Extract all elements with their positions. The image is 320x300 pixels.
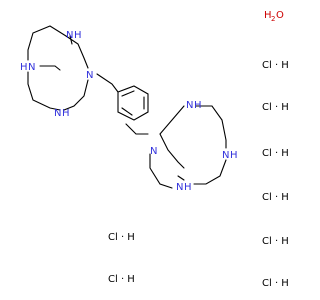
hcl-left-column: Cl · H Cl · H — [108, 232, 135, 285]
methylene-linkers — [96, 73, 149, 135]
lower-macrocycle — [149, 105, 227, 189]
atom-n-2: N — [28, 62, 35, 73]
hcl-5: Cl · H — [262, 236, 289, 247]
water-2: 2 — [271, 15, 275, 23]
structure-canvas: N H H N N N H N H N N H N H H 2 O Cl · H… — [20, 10, 289, 289]
atom-n-5: N — [186, 100, 193, 111]
atom-h-5: H — [230, 150, 238, 161]
atom-h-1: H — [74, 30, 82, 41]
atom-n-7: N — [222, 150, 229, 161]
atom-h-3: H — [62, 108, 70, 119]
molecule-drawing: N H H N N N H N H N N H N H H 2 O Cl · H… — [20, 10, 289, 289]
hcl-2: Cl · H — [262, 102, 289, 113]
water-h: H — [264, 10, 272, 21]
atom-n-8: N — [176, 182, 183, 193]
hcl-right-column: Cl · H Cl · H Cl · H Cl · H Cl · H Cl · … — [262, 60, 289, 289]
atom-n-1: N — [66, 30, 73, 41]
hcl-3: Cl · H — [262, 148, 289, 159]
hcl-6: Cl · H — [262, 278, 289, 289]
hcl-4: Cl · H — [262, 192, 289, 203]
water-label: H 2 O — [264, 10, 284, 23]
hcl-8: Cl · H — [108, 274, 135, 285]
water-o: O — [276, 10, 284, 21]
nitrogen-labels: N H H N N N H N H N N H N H — [20, 30, 238, 193]
atom-n-4: N — [54, 108, 61, 119]
atom-h-6: H — [184, 182, 192, 193]
atom-n-6: N — [150, 146, 157, 157]
upper-macrocycle — [27, 25, 89, 111]
atom-n-3: N — [86, 70, 93, 81]
hcl-1: Cl · H — [262, 60, 289, 71]
atom-h-4: H — [194, 100, 202, 111]
atom-h-2: H — [20, 62, 28, 73]
benzene-ring — [117, 85, 149, 121]
hcl-7: Cl · H — [108, 232, 135, 243]
